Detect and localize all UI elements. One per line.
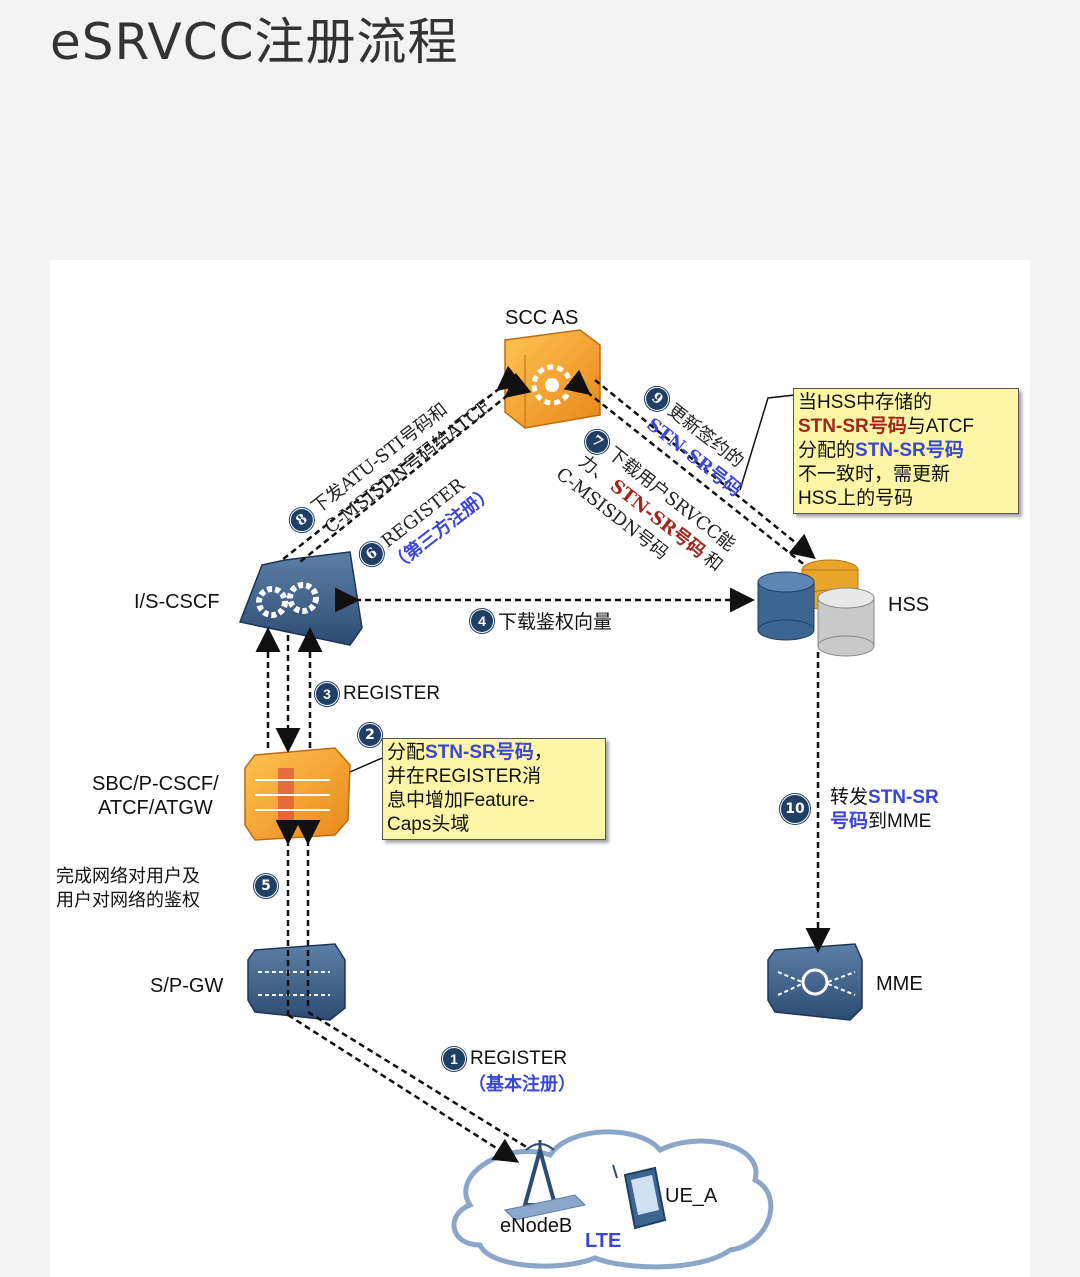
mme-label: MME	[876, 973, 923, 995]
step-badge: 1	[442, 1047, 466, 1071]
ue-label: UE_A	[665, 1185, 718, 1207]
hss-note-c1: 分配的	[798, 440, 856, 461]
scc-as-icon	[504, 329, 601, 429]
esrvcc-diagram: SCC AS I/S-CSCF HSS SBC/P-CSCF/ ATCF/ATG…	[50, 260, 1030, 1277]
hss-note-b2: 与ATCF	[906, 416, 974, 437]
hss-note-e: HSS上的号码	[798, 488, 914, 509]
is-cscf-label: I/S-CSCF	[134, 591, 220, 613]
hss-note: 当HSS中存储的 STN-SR号码与ATCF 分配的STN-SR号码 不一致时，…	[793, 388, 1019, 514]
page-title: eSRVCC注册流程	[50, 13, 459, 71]
hss-note-d: 不一致时，需更新	[798, 464, 951, 485]
mme-icon	[767, 943, 863, 1021]
step-4-text: 下载鉴权向量	[498, 612, 613, 633]
step-10-pre: 转发	[830, 787, 869, 808]
step-badge: 4	[470, 608, 494, 633]
hss-note-c2: STN-SR号码	[855, 440, 964, 461]
scc-as-label: SCC AS	[505, 307, 579, 329]
lte-label: LTE	[585, 1230, 622, 1252]
ue-phone-icon	[612, 1164, 667, 1230]
step-badge: 2	[358, 723, 382, 747]
lte-cloud	[451, 1129, 774, 1270]
diagram-graphics	[238, 329, 875, 1270]
hss-label: HSS	[888, 594, 930, 616]
step-1: 1 REGISTER	[442, 1047, 567, 1071]
sbc-note-c: 息中增加Feature-	[387, 790, 535, 811]
hss-note-a: 当HSS中存储的	[798, 392, 933, 413]
sbc-label-line1: SBC/P-CSCF/	[92, 773, 219, 795]
step-10-line1: 转发STN-SR	[830, 782, 939, 809]
sbc-note-a3: ，	[533, 742, 553, 763]
hss-icon	[757, 559, 875, 657]
step-1-text: REGISTER	[470, 1048, 568, 1069]
sbc-note-a1: 分配	[387, 742, 426, 763]
enodeb-label: eNodeB	[500, 1215, 573, 1237]
is-cscf-icon	[238, 551, 363, 646]
enodeb-tower-icon	[503, 1140, 587, 1221]
step-10-blue2: 号码	[830, 811, 869, 832]
sbc-label-line2: ATCF/ATGW	[98, 797, 213, 819]
step-5-line2: 用户对网络的鉴权	[56, 890, 200, 911]
sp-gw-label: S/P-GW	[150, 975, 224, 997]
step-3: 3 REGISTER	[315, 682, 440, 706]
hss-note-b1: STN-SR号码	[798, 416, 907, 437]
step-1-sub: （基本注册）	[468, 1074, 576, 1094]
sp-gw-icon	[247, 943, 346, 1021]
sbc-icon	[244, 747, 351, 841]
sbc-note: 分配STN-SR号码， 并在REGISTER消 息中增加Feature- Cap…	[382, 738, 606, 840]
sbc-note-d: Caps头域	[387, 814, 470, 835]
step-badge: 5	[254, 874, 278, 898]
step-10-post: 到MME	[868, 811, 932, 832]
step-5-line1: 完成网络对用户及	[56, 866, 200, 887]
step-3-text: REGISTER	[343, 683, 441, 704]
step-10-line2: 号码到MME	[830, 806, 931, 833]
sbc-note-b: 并在REGISTER消	[387, 766, 542, 787]
step-badge: 10	[780, 794, 810, 824]
step-10-blue1: STN-SR	[868, 787, 939, 808]
step-4: 4 下载鉴权向量	[470, 607, 612, 634]
step-badge: 3	[315, 682, 339, 706]
sbc-note-a2: STN-SR号码	[425, 742, 534, 763]
